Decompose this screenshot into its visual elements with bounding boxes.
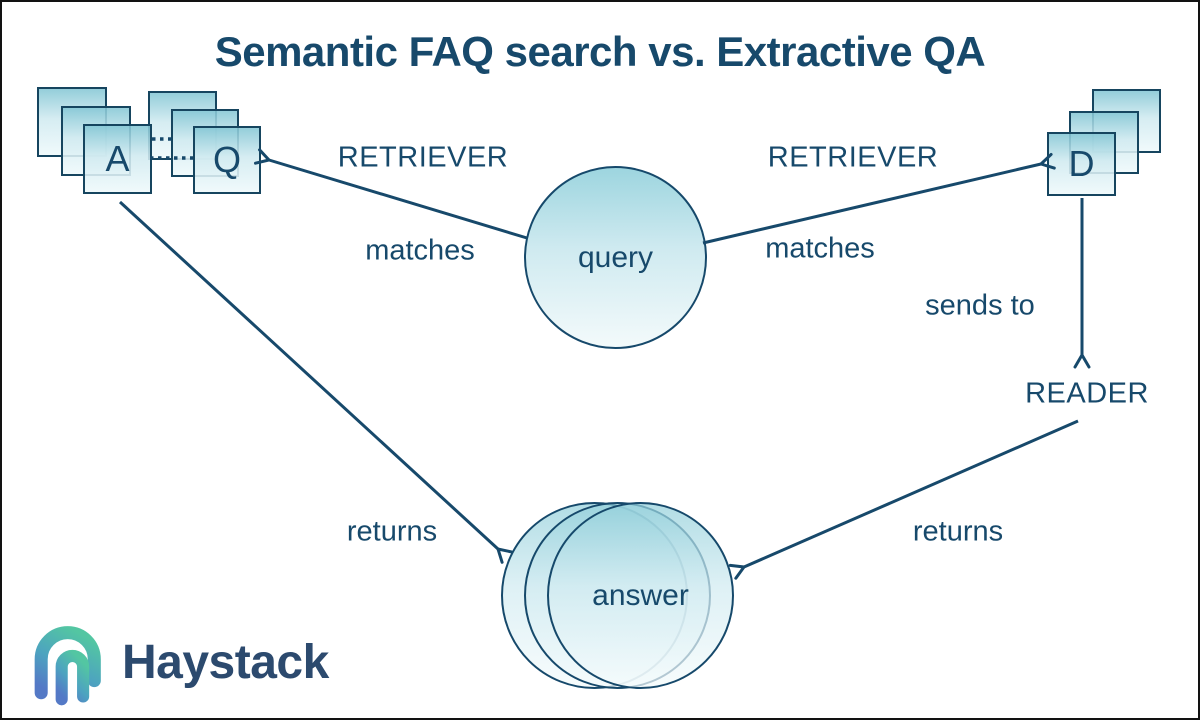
returns-right-label: returns xyxy=(912,515,1004,548)
answer-node-circle-front: answer xyxy=(547,502,734,689)
document-card-front: D xyxy=(1047,132,1116,196)
sends-to-label: sends to xyxy=(925,289,1035,322)
answer-node-label: answer xyxy=(592,578,689,612)
retriever-right-label: RETRIEVER xyxy=(767,141,939,174)
reader-label: READER xyxy=(1025,377,1149,410)
haystack-logo: Haystack xyxy=(30,618,329,706)
matches-right-label: matches xyxy=(765,232,875,265)
answer-doc-card-front: A xyxy=(83,124,152,194)
query-node: query xyxy=(524,166,707,349)
document-letter: D xyxy=(1068,143,1095,184)
answer-doc-letter: A xyxy=(105,138,130,179)
arrow-query-to-documents xyxy=(702,164,1041,245)
haystack-logo-icon xyxy=(34,626,101,706)
question-doc-letter: Q xyxy=(212,139,241,180)
retriever-left-label: RETRIEVER xyxy=(337,141,509,174)
returns-left-label: returns xyxy=(346,515,438,548)
page-title: Semantic FAQ search vs. Extractive QA xyxy=(214,28,986,75)
question-doc-card-front: Q xyxy=(193,126,261,194)
arrow-reader-to-answer xyxy=(744,419,1079,567)
query-node-label: query xyxy=(577,240,654,274)
haystack-wordmark: Haystack xyxy=(122,635,329,689)
matches-left-label: matches xyxy=(365,234,475,267)
